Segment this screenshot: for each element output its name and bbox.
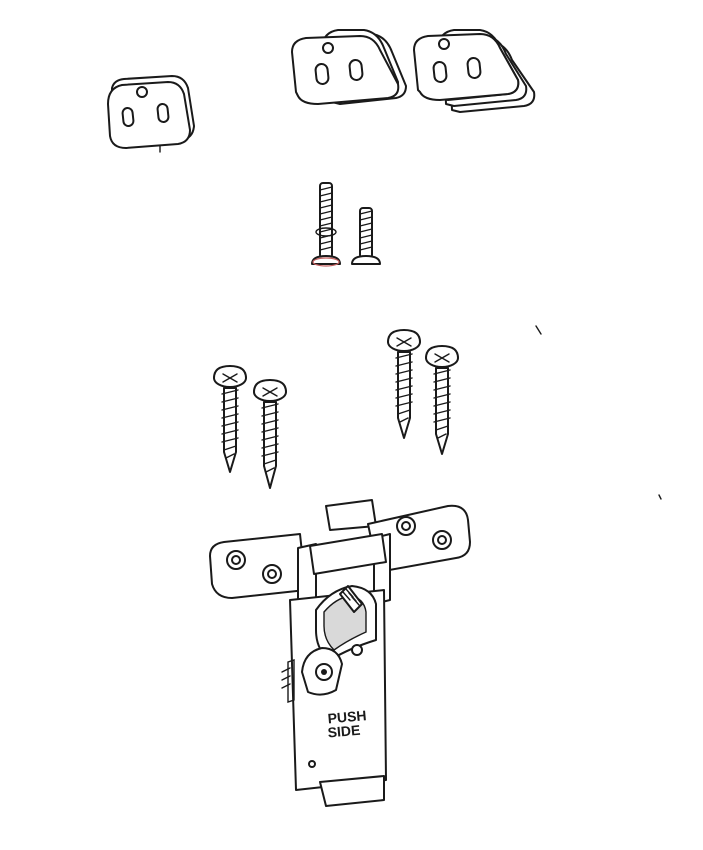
stray-mark bbox=[658, 494, 662, 500]
wood-screw-1 bbox=[213, 365, 247, 473]
push-side-label-line2: SIDE bbox=[327, 722, 361, 741]
push-latch-mechanism: PUSH SIDE bbox=[209, 499, 471, 807]
latch-spring bbox=[339, 585, 363, 613]
push-side-label-line1: PUSH bbox=[327, 707, 367, 726]
mounting-plate-triple-stack bbox=[413, 29, 536, 113]
stray-mark bbox=[535, 325, 542, 335]
mounting-plate-single bbox=[107, 75, 195, 153]
mounting-plate-double-stack bbox=[291, 29, 407, 105]
wood-screw-4 bbox=[425, 345, 459, 455]
machine-screw-short bbox=[351, 207, 381, 265]
wood-screw-3 bbox=[387, 329, 421, 439]
wood-screw-2 bbox=[253, 379, 287, 489]
machine-screw-long bbox=[311, 182, 341, 267]
